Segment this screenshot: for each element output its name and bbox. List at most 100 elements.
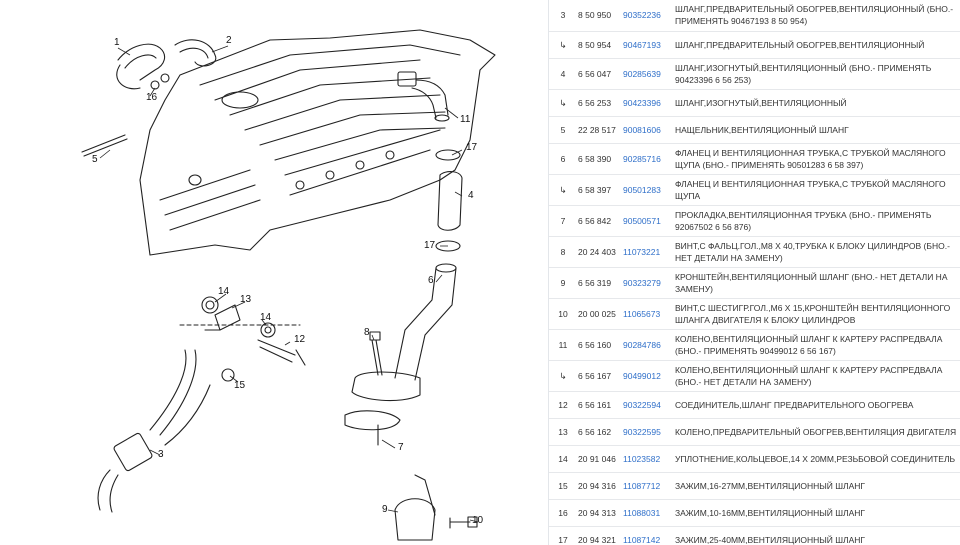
part-description: ЗАЖИМ,10-16MM,ВЕНТИЛЯЦИОННЫЙ ШЛАНГ: [672, 499, 960, 527]
catalog-number-link[interactable]: 90285716: [621, 143, 672, 175]
row-index: 11: [549, 329, 577, 361]
row-index: 8: [549, 236, 577, 268]
row-index: 4: [549, 58, 577, 90]
strip-5: [81, 134, 128, 157]
callout-number: 5: [92, 154, 98, 165]
row-index: 3: [549, 0, 577, 32]
part-description: КОЛЕНО,ВЕНТИЛЯЦИОННЫЙ ШЛАНГ К КАРТЕРУ РА…: [672, 360, 960, 392]
hose-4-clamps-17: [435, 149, 463, 252]
callout-number: 14: [218, 286, 230, 297]
callout-number: 15: [234, 380, 246, 391]
callout-number: 7: [398, 442, 404, 453]
part-description: УПЛОТНЕНИЕ,КОЛЬЦЕВОЕ,14 X 20MM,РЕЗЬБОВОЙ…: [672, 445, 960, 473]
row-index: ↳: [549, 360, 577, 392]
part-code: 6 56 047: [577, 58, 621, 90]
callout-number: 4: [468, 190, 474, 201]
callout-number: 2: [226, 35, 232, 46]
catalog-number-link[interactable]: 90499012: [621, 360, 672, 392]
elbow-11: [397, 71, 450, 122]
catalog-number-link[interactable]: 11087712: [621, 472, 672, 500]
callout-number: 3: [158, 449, 164, 460]
row-index: 10: [549, 298, 577, 330]
callout-number: 1: [114, 37, 120, 48]
catalog-number-link[interactable]: 11065673: [621, 298, 672, 330]
part-description: ВИНТ,С ФАЛЬЦ.ГОЛ.,M8 X 40,ТРУБКА К БЛОКУ…: [672, 236, 960, 268]
row-index: 13: [549, 418, 577, 446]
catalog-number-link[interactable]: 90285639: [621, 58, 672, 90]
part-code: 6 56 842: [577, 205, 621, 237]
part-code: 20 91 046: [577, 445, 621, 473]
part-description: ПРОКЛАДКА,ВЕНТИЛЯЦИОННАЯ ТРУБКА (БНО.- П…: [672, 205, 960, 237]
catalog-number-link[interactable]: 90322595: [621, 418, 672, 446]
catalog-number-link[interactable]: 11088031: [621, 499, 672, 527]
fittings-12-15: [179, 296, 306, 382]
part-description: ШЛАНГ,ИЗОГНУТЫЙ,ВЕНТИЛЯЦИОННЫЙ: [672, 89, 960, 117]
callout-number: 10: [472, 515, 484, 526]
part-code: 22 28 517: [577, 116, 621, 144]
catalog-number-link[interactable]: 90284786: [621, 329, 672, 361]
row-index: 14: [549, 445, 577, 473]
bracket-9-bolt-10: [394, 474, 478, 541]
catalog-number-link[interactable]: 90467193: [621, 31, 672, 59]
part-description: СОЕДИНИТЕЛЬ,ШЛАНГ ПРЕДВАРИТЕЛЬНОГО ОБОГР…: [672, 391, 960, 419]
hose-1-2: [116, 39, 217, 90]
catalog-number-link[interactable]: 90081606: [621, 116, 672, 144]
row-index: 7: [549, 205, 577, 237]
catalog-number-link[interactable]: 90323279: [621, 267, 672, 299]
catalog-number-link[interactable]: 90423396: [621, 89, 672, 117]
catalog-number-link[interactable]: 90352236: [621, 0, 672, 32]
part-code: 20 94 316: [577, 472, 621, 500]
catalog-number-link[interactable]: 90500571: [621, 205, 672, 237]
part-code: 6 56 253: [577, 89, 621, 117]
row-index: ↳: [549, 174, 577, 206]
callout-number: 8: [364, 327, 370, 338]
part-code: 6 56 319: [577, 267, 621, 299]
part-code: 8 50 950: [577, 0, 621, 32]
part-code: 6 58 390: [577, 143, 621, 175]
engine-block: [139, 29, 496, 256]
callout-number: 16: [146, 92, 158, 103]
part-code: 20 94 313: [577, 499, 621, 527]
hose-3: [97, 349, 211, 513]
part-description: НАЩЕЛЬНИК,ВЕНТИЛЯЦИОННЫЙ ШЛАНГ: [672, 116, 960, 144]
part-description: ШЛАНГ,ИЗОГНУТЫЙ,ВЕНТИЛЯЦИОННЫЙ (БНО.- ПР…: [672, 58, 960, 90]
part-code: 6 58 397: [577, 174, 621, 206]
catalog-number-link[interactable]: 90501283: [621, 174, 672, 206]
callout-number: 11: [460, 114, 471, 125]
catalog-number-link[interactable]: 11087142: [621, 526, 672, 545]
part-description: ЗАЖИМ,16-27MM,ВЕНТИЛЯЦИОННЫЙ ШЛАНГ: [672, 472, 960, 500]
bolt-8: [369, 331, 383, 376]
part-code: 20 00 025: [577, 298, 621, 330]
callout-number: 17: [466, 142, 478, 153]
part-code: 8 50 954: [577, 31, 621, 59]
catalog-number-link[interactable]: 90322594: [621, 391, 672, 419]
row-index: 6: [549, 143, 577, 175]
callout-number: 6: [428, 275, 434, 286]
catalog-number-link[interactable]: 11073221: [621, 236, 672, 268]
catalog-number-link[interactable]: 11023582: [621, 445, 672, 473]
row-index: 15: [549, 472, 577, 500]
part-description: КОЛЕНО,ПРЕДВАРИТЕЛЬНЫЙ ОБОГРЕВ,ВЕНТИЛЯЦИ…: [672, 418, 960, 446]
row-index: ↳: [549, 89, 577, 117]
tube-6-flange: [344, 263, 457, 446]
part-description: ШЛАНГ,ПРЕДВАРИТЕЛЬНЫЙ ОБОГРЕВ,ВЕНТИЛЯЦИО…: [672, 31, 960, 59]
part-description: КОЛЕНО,ВЕНТИЛЯЦИОННЫЙ ШЛАНГ К КАРТЕРУ РА…: [672, 329, 960, 361]
